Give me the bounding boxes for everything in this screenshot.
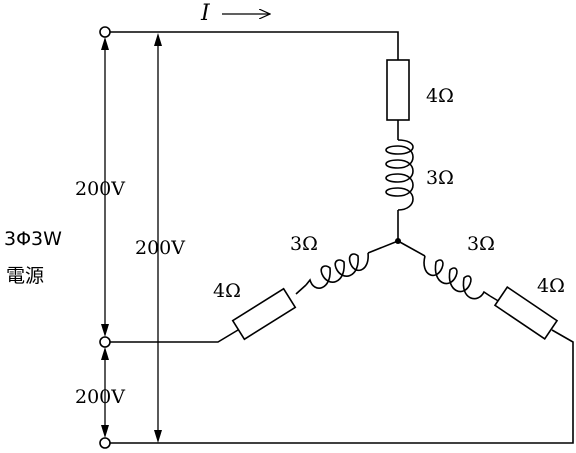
top-line	[110, 31, 399, 60]
source-label-line2: 電源	[6, 265, 44, 287]
top-branch	[385, 59, 414, 240]
voltage-arrow-upper	[101, 37, 109, 337]
voltage-label-lower: 200V	[75, 386, 125, 408]
voltage-arrow-full	[154, 33, 162, 443]
voltage-label-upper: 200V	[75, 178, 125, 200]
terminal-bottom	[99, 437, 111, 449]
terminal-top	[99, 26, 111, 38]
left-inductor	[305, 252, 369, 289]
terminal-middle	[99, 336, 111, 348]
top-resistor	[386, 59, 410, 121]
left-inductor-label: 3Ω	[290, 233, 318, 255]
voltage-arrow-lower	[101, 347, 109, 438]
right-inductor	[423, 255, 491, 300]
top-resistor-label: 4Ω	[426, 85, 454, 107]
top-inductor	[385, 139, 414, 211]
left-resistor	[231, 287, 297, 341]
right-resistor-label: 4Ω	[537, 275, 565, 297]
right-resistor	[493, 285, 559, 341]
top-inductor-label: 3Ω	[426, 167, 454, 189]
current-label: I	[200, 1, 211, 26]
right-branch	[110, 240, 574, 444]
left-resistor-label: 4Ω	[213, 280, 241, 302]
voltage-label-full: 200V	[135, 237, 185, 259]
left-branch	[110, 240, 399, 343]
right-inductor-label: 3Ω	[467, 233, 495, 255]
source-label-line1: 3Φ3W	[4, 228, 62, 250]
